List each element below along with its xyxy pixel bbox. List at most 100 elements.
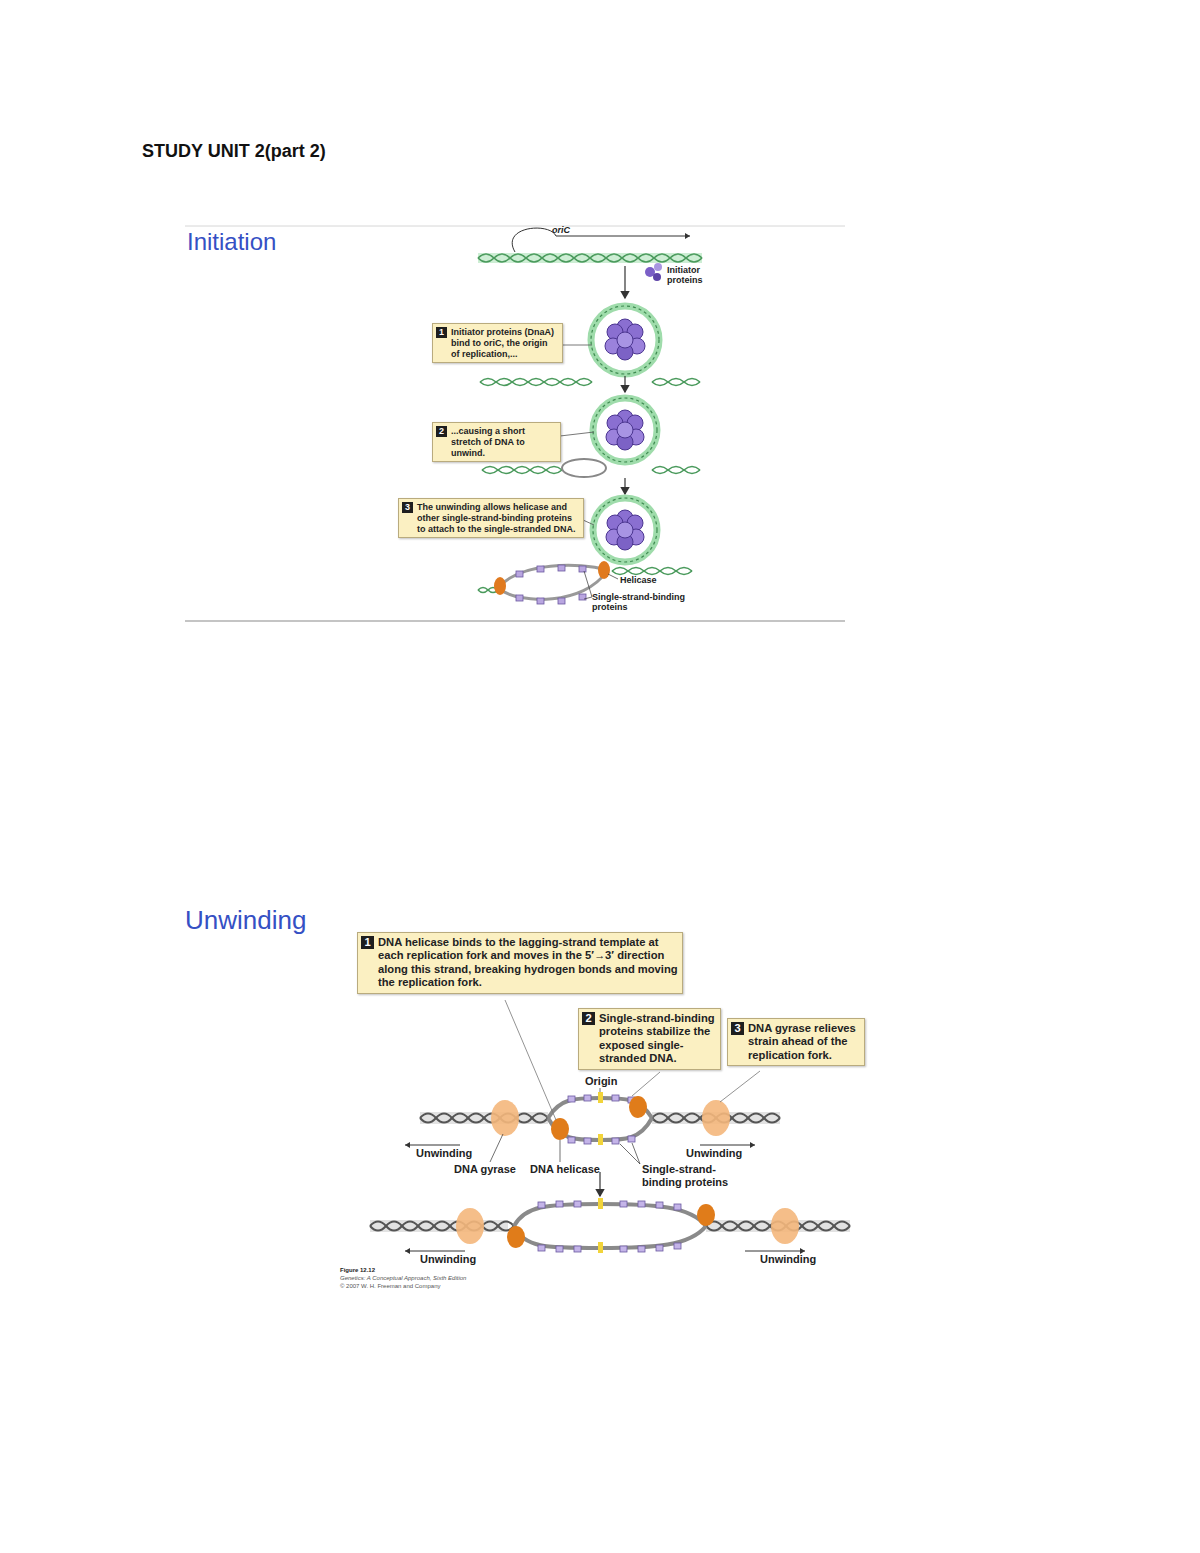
part-label: oriC: [552, 225, 570, 235]
dna-helicase: [629, 1096, 647, 1118]
dna-strand: [652, 379, 700, 386]
direction-arrow: [405, 1145, 460, 1146]
direction-arrow: [745, 1251, 805, 1252]
step-arrow: [624, 376, 625, 392]
protein-icon: [653, 273, 661, 281]
leader-line: [632, 1143, 640, 1164]
orientation-arrow: [512, 228, 690, 252]
slide-rule: [185, 226, 845, 227]
dna-strand: [652, 467, 700, 474]
single-strand: [498, 565, 606, 588]
single-strand: [498, 572, 606, 599]
leader-line: [490, 1134, 503, 1162]
dna-gyrase: [702, 1100, 730, 1136]
dna-band: [478, 253, 702, 263]
callout-text: DNA helicase binds to the lagging-strand…: [378, 936, 678, 990]
dna-helicase: [697, 1204, 715, 1226]
unwound-bubble: [562, 459, 606, 477]
leader-line: [583, 520, 594, 525]
step-arrow: [624, 478, 625, 494]
dna-strand: [370, 1222, 514, 1231]
callout-box: 1 Initiator proteins (DnaA) bind to oriC,…: [432, 323, 563, 363]
initiator-complex: [593, 398, 657, 462]
callout-box: 1 DNA helicase binds to the lagging-stran…: [357, 932, 683, 994]
helicase: [494, 577, 506, 595]
callout-number: 3: [731, 1022, 744, 1035]
callout-number: 3: [402, 502, 413, 513]
leader-line: [600, 1088, 601, 1092]
slide-title: Initiation: [187, 228, 276, 256]
dna-helicase: [551, 1118, 569, 1140]
callout-number: 2: [436, 426, 447, 437]
callout-box: 3 The unwinding allows helicase and other…: [398, 498, 584, 538]
direction-label: Unwinding: [416, 1147, 472, 1160]
part-label: Single-strand-binding proteins: [642, 1163, 750, 1188]
part-label: Initiator proteins: [667, 265, 719, 286]
initiator-complex: [593, 498, 657, 562]
part-label: DNA gyrase: [454, 1163, 516, 1176]
leader-line: [584, 597, 592, 599]
dna-gyrase: [456, 1208, 484, 1244]
dna-gyrase: [491, 1100, 519, 1136]
direction-arrow: [700, 1145, 755, 1146]
leader-line: [608, 574, 618, 579]
page-title: STUDY UNIT 2(part 2): [142, 141, 326, 162]
slide-rule: [185, 620, 845, 622]
direction-label: Unwinding: [760, 1253, 816, 1266]
dna-strand: [482, 467, 562, 474]
dna-strand: [420, 1114, 548, 1123]
dna-helicase: [507, 1226, 525, 1248]
helicase: [598, 561, 610, 579]
part-label: Helicase: [620, 575, 657, 585]
dna-strand: [478, 254, 702, 262]
leader-line: [505, 1000, 556, 1120]
callout-text: DNA gyrase relieves strain ahead of the …: [748, 1022, 860, 1062]
callout-text: The unwinding allows helicase and other …: [417, 502, 579, 534]
callout-text: Single-strand-binding proteins stabilize…: [599, 1012, 716, 1066]
leader-line: [562, 345, 592, 346]
dna-strand: [370, 1222, 514, 1231]
callout-number: 2: [582, 1012, 595, 1025]
ssb-protein: [538, 1201, 681, 1252]
dna-strand: [652, 467, 700, 474]
dna-strand: [612, 568, 692, 575]
callout-box: 3 DNA gyrase relieves strain ahead of the…: [727, 1018, 865, 1066]
dna-strand: [612, 568, 692, 575]
step-arrow: [624, 266, 625, 298]
leader-line: [632, 1072, 660, 1096]
dna-band: [420, 1112, 548, 1124]
leader-line: [560, 432, 594, 436]
leader-line: [560, 1140, 561, 1162]
dna-gyrase: [771, 1208, 799, 1244]
dna-strand: [480, 379, 592, 386]
protein-icon: [654, 263, 662, 271]
origin-mark: [598, 1242, 603, 1253]
slide-title: Unwinding: [185, 906, 306, 936]
callout-number: 1: [436, 327, 447, 338]
figure-caption: Genetics: A Conceptual Approach, Sixth E…: [340, 1275, 466, 1282]
dna-strand: [482, 467, 562, 474]
callout-number: 1: [361, 936, 374, 949]
part-label: Origin: [585, 1075, 617, 1088]
dna-strand: [420, 1114, 548, 1123]
origin-mark: [598, 1198, 603, 1209]
initiator-complex: [591, 306, 659, 374]
step-arrow: [599, 1172, 600, 1196]
direction-label: Unwinding: [420, 1253, 476, 1266]
leader-line: [720, 1071, 760, 1102]
callout-box: 2 Single-strand-binding proteins stabiliz…: [578, 1008, 721, 1070]
leader-line: [620, 1144, 640, 1164]
callout-box: 2...causing a short stretch of DNA to un…: [432, 422, 561, 462]
leader-line: [584, 571, 592, 597]
dna-strand: [480, 379, 592, 386]
figure-caption: Figure 12.12: [340, 1267, 375, 1274]
dna-strand: [652, 379, 700, 386]
callout-text: Initiator proteins (DnaA) bind to oriC, …: [451, 327, 558, 359]
ssb-protein: [516, 565, 586, 604]
origin-mark: [598, 1134, 603, 1145]
part-label: Single-strand-binding proteins: [592, 592, 714, 613]
direction-label: Unwinding: [686, 1147, 742, 1160]
part-label: DNA helicase: [530, 1163, 600, 1176]
